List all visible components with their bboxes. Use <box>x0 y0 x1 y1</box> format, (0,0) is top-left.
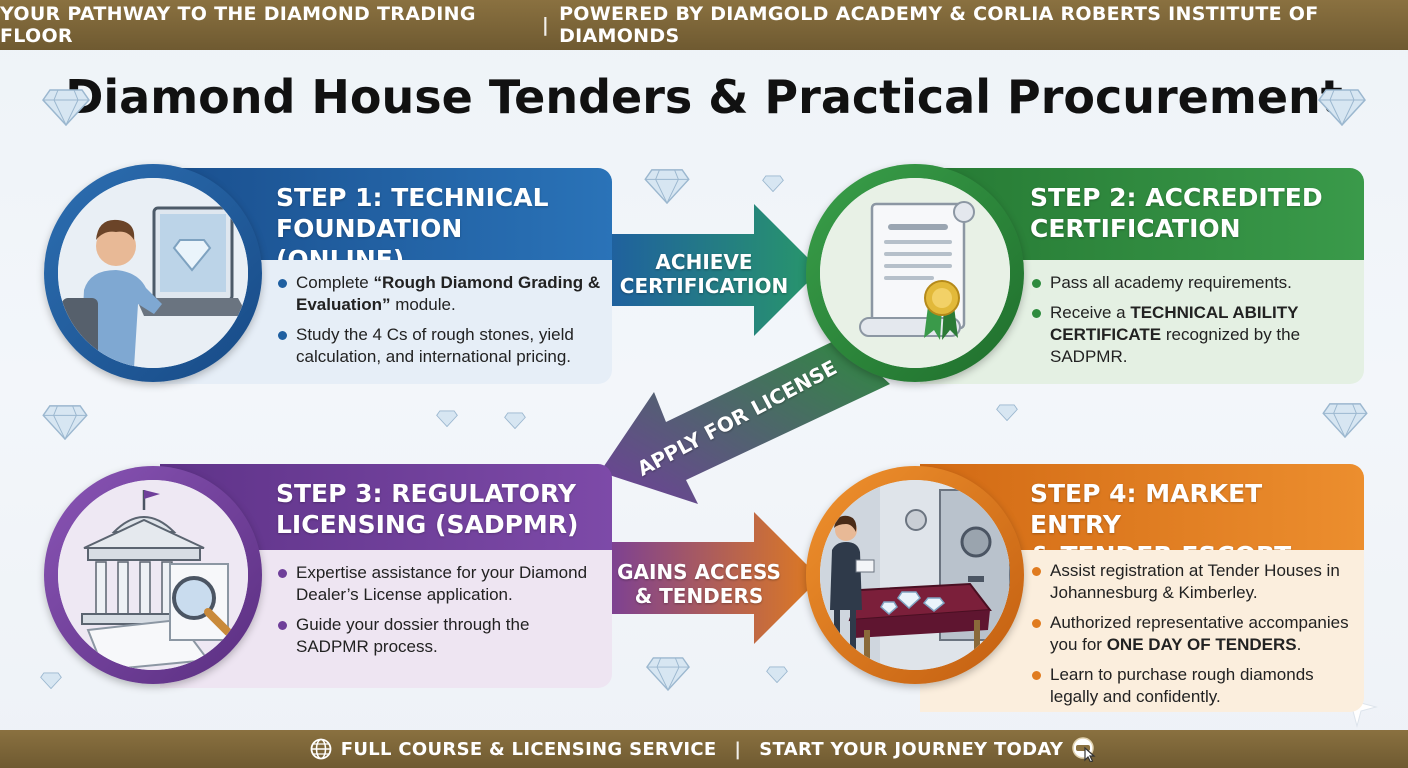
bottom-banner-separator: | <box>734 738 742 760</box>
step-2-title-line1: STEP 2: ACCREDITED <box>1030 183 1323 212</box>
certificate-scroll-icon <box>820 178 1010 368</box>
achieve-line1: ACHIEVE <box>655 250 753 274</box>
step-3-bullet: Guide your dossier through the SADPMR pr… <box>276 614 602 658</box>
diamond-icon <box>42 89 90 126</box>
flow-arrow-step3-to-step4 <box>604 512 820 644</box>
achieve-line2: CERTIFICATION <box>619 274 789 298</box>
step-4-bullet: Learn to purchase rough diamonds legally… <box>1030 664 1354 708</box>
step-3-title-line2: LICENSING (SADPMR) <box>276 510 579 539</box>
diamond-icon <box>762 175 784 192</box>
step-3-title-line1: STEP 3: REGULATORY <box>276 479 577 508</box>
bottom-banner: FULL COURSE & LICENSING SERVICE | START … <box>0 730 1408 768</box>
diamond-icon <box>646 657 690 691</box>
step-4-illustration <box>806 466 1024 684</box>
step-4-bullet: Authorized representative accompanies yo… <box>1030 612 1354 656</box>
step-2-illustration <box>806 164 1024 382</box>
diamond-icon <box>504 412 526 429</box>
top-banner: YOUR PATHWAY TO THE DIAMOND TRADING FLOO… <box>0 0 1408 50</box>
diamond-icon <box>40 672 62 689</box>
step-4-bullet: Assist registration at Tender Houses in … <box>1030 560 1354 604</box>
diamond-icon <box>1318 89 1366 126</box>
gains-line1: GAINS ACCESS <box>617 560 781 584</box>
top-banner-separator: | <box>541 14 550 36</box>
globe-icon <box>310 738 332 760</box>
diamond-icon <box>436 410 458 427</box>
top-banner-right: POWERED BY DIAMGOLD ACADEMY & CORLIA ROB… <box>559 3 1319 47</box>
step-3-bullet: Expertise assistance for your Diamond De… <box>276 562 602 606</box>
achieve-certification-label: ACHIEVE CERTIFICATION <box>604 250 804 298</box>
step-1-bullet: Complete “Rough Diamond Grading & Evalua… <box>276 272 602 316</box>
diamond-icon <box>644 169 690 204</box>
step-3-illustration <box>44 466 262 684</box>
diamond-icon <box>766 666 788 683</box>
step-2-bullet: Receive a TECHNICAL ABILITY CERTIFICATE … <box>1030 302 1354 368</box>
flow-arrow-step2-to-step3 <box>600 338 890 504</box>
step-2-title-line2: CERTIFICATION <box>1030 214 1241 243</box>
laptop-diamond-icon <box>58 178 248 368</box>
step-2-bullet: Pass all academy requirements. <box>1030 272 1354 294</box>
gains-line2: & TENDERS <box>634 584 764 608</box>
tender-room-icon <box>820 480 1010 670</box>
cursor-click-icon <box>1072 737 1096 762</box>
top-banner-left: YOUR PATHWAY TO THE DIAMOND TRADING FLOO… <box>0 3 476 47</box>
bottom-banner-left: FULL COURSE & LICENSING SERVICE <box>340 738 717 760</box>
page-title: Diamond House Tenders & Practical Procur… <box>65 70 1343 124</box>
flow-arrow-step1-to-step2 <box>604 204 820 336</box>
step-4-title-line1: STEP 4: MARKET ENTRY <box>1030 479 1263 539</box>
bottom-banner-right: START YOUR JOURNEY TODAY <box>759 738 1064 760</box>
diamond-icon <box>1322 403 1368 438</box>
step-1-illustration <box>44 164 262 382</box>
diamond-icon <box>42 405 88 440</box>
diamond-icon <box>996 404 1018 421</box>
step-1-bullet: Study the 4 Cs of rough stones, yield ca… <box>276 324 602 368</box>
gains-access-label: GAINS ACCESS & TENDERS <box>604 560 794 608</box>
government-building-icon <box>58 480 248 670</box>
step-3-body: Expertise assistance for your Diamond De… <box>160 550 612 688</box>
step-1-title-line1: STEP 1: TECHNICAL <box>276 183 549 212</box>
